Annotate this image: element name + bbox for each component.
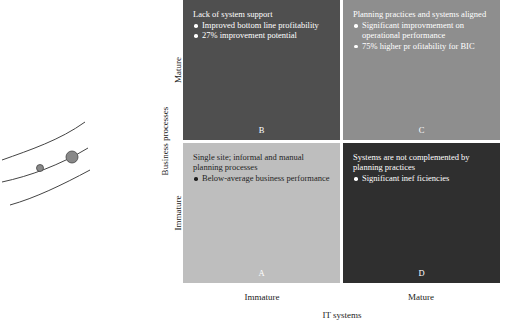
quadrant-letter: D	[343, 268, 500, 278]
bullet-item: 75% higher pr ofitability for BIC	[353, 41, 490, 51]
small-dot	[37, 165, 44, 172]
bullet-item: Significant inef ficiencies	[353, 173, 490, 183]
bullet-text: Below-average business performance	[202, 173, 329, 183]
quadrant-letter: B	[183, 125, 340, 135]
quadrant-box: Lack of system supportImproved bottom li…	[183, 0, 340, 140]
large-dot	[66, 151, 78, 163]
x-axis-label: Mature	[408, 292, 434, 302]
curve-line	[2, 148, 88, 182]
bullet-item: Significant improvmement on operational …	[353, 20, 490, 40]
quadrant-heading: Single site; informal and manual plannin…	[193, 152, 330, 172]
bullet-text: Significant inef ficiencies	[362, 173, 449, 183]
bullet-item: 27% improvement potential	[193, 30, 330, 40]
quadrant-heading: Lack of system support	[193, 9, 330, 19]
bullet-dot	[194, 177, 198, 181]
bullet-item: Improved bottom line profitability	[193, 20, 330, 30]
y-axis-label: Immature	[173, 196, 183, 231]
x-axis-label: IT systems	[322, 310, 361, 320]
x-axis-label: Immature	[245, 292, 280, 302]
quadrant-letter: C	[343, 125, 500, 135]
quadrant-box: Planning practices and systems alignedSi…	[343, 0, 500, 140]
quadrant-box: Systems are not complemented by planning…	[343, 143, 500, 283]
bullet-text: 75% higher pr ofitability for BIC	[362, 41, 475, 51]
bullet-dot	[354, 45, 358, 49]
bullet-text: Improved bottom line profitability	[202, 20, 319, 30]
bullet-dot	[194, 24, 198, 28]
quadrant-box: Single site; informal and manual plannin…	[183, 143, 340, 283]
quadrant-heading: Systems are not complemented by planning…	[353, 152, 490, 172]
bullet-item: Below-average business performance	[193, 173, 330, 183]
bullet-text: 27% improvement potential	[202, 30, 297, 40]
quadrant-heading: Planning practices and systems aligned	[353, 9, 490, 19]
quadrant-letter: A	[183, 268, 340, 278]
y-axis-label: Mature	[173, 57, 183, 83]
bullet-text: Significant improvmement on operational …	[362, 20, 464, 40]
bullet-dot	[354, 177, 358, 181]
bullet-dot	[194, 34, 198, 38]
y-axis-label: Business processes	[160, 107, 170, 176]
curve-line	[10, 170, 90, 205]
bullet-dot	[354, 24, 358, 28]
